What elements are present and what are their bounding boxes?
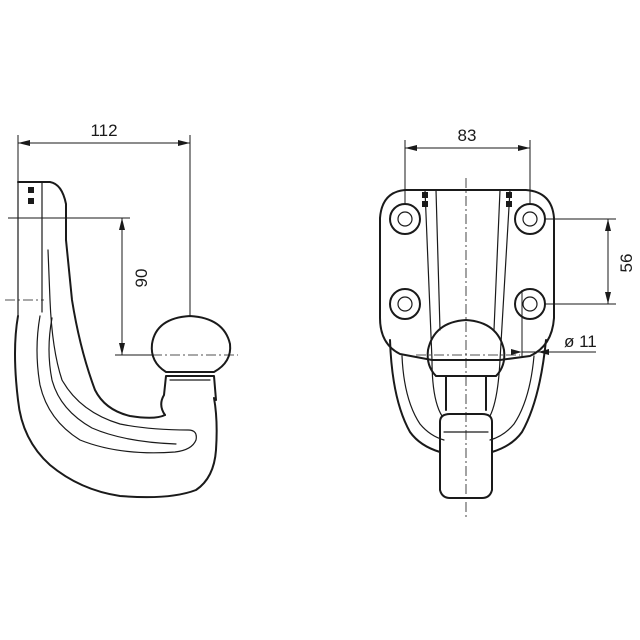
dim-90-arrow-top bbox=[119, 218, 125, 230]
dim-diameter-arrow-right bbox=[538, 349, 549, 355]
dim-56-arrow-bottom bbox=[605, 292, 611, 304]
side-bolt-marker bbox=[28, 187, 34, 193]
front-lower-left-arm bbox=[389, 339, 441, 453]
dim-diameter-label: ø 11 bbox=[564, 332, 597, 351]
front-bolt-marker bbox=[506, 192, 512, 198]
side-hook-rib-outer bbox=[36, 249, 197, 454]
dim-112-arrow-left bbox=[18, 140, 30, 146]
side-ball-neck bbox=[160, 375, 217, 416]
dim-90-label: 90 bbox=[132, 269, 151, 288]
bolt-hole-bottom-left bbox=[389, 288, 421, 320]
bolt-hole-top-right bbox=[514, 203, 546, 235]
dim-83-arrow-right bbox=[518, 145, 530, 151]
dim-56-label: 56 bbox=[617, 254, 636, 273]
dim-90-arrow-bottom bbox=[119, 343, 125, 355]
front-lower-right-arm-inner bbox=[489, 355, 535, 441]
dim-112-label: 112 bbox=[90, 121, 117, 140]
front-lower-right-arm bbox=[491, 339, 547, 453]
dim-diameter-arrow-left bbox=[511, 349, 522, 355]
front-ball-socket bbox=[439, 413, 493, 499]
side-mounting-plate bbox=[17, 181, 67, 241]
front-ball-neck bbox=[445, 375, 487, 411]
dim-83-arrow-left bbox=[405, 145, 417, 151]
front-arm-inner-line-right bbox=[489, 359, 501, 417]
front-body-left-edge bbox=[424, 189, 441, 361]
front-view: 83 56 ø 11 bbox=[379, 126, 636, 520]
front-tow-ball bbox=[426, 319, 506, 377]
front-mounting-plate bbox=[379, 189, 555, 361]
side-hook-inner-profile bbox=[65, 239, 166, 419]
bolt-hole-bottom-right bbox=[514, 288, 546, 320]
side-view: 112 90 bbox=[5, 121, 238, 499]
side-tow-ball bbox=[150, 315, 232, 373]
bolt-hole-top-left bbox=[389, 203, 421, 235]
dim-83-label: 83 bbox=[458, 126, 477, 145]
front-arm-inner-line-left bbox=[431, 359, 443, 417]
dim-56-arrow-top bbox=[605, 219, 611, 231]
side-hook-outer-profile bbox=[14, 315, 218, 499]
side-bolt-marker bbox=[28, 198, 34, 204]
front-lower-left-arm-inner bbox=[401, 355, 445, 441]
dim-112-arrow-right bbox=[178, 140, 190, 146]
side-hook-rib-inner bbox=[48, 317, 177, 445]
front-body-right-edge bbox=[493, 189, 511, 361]
